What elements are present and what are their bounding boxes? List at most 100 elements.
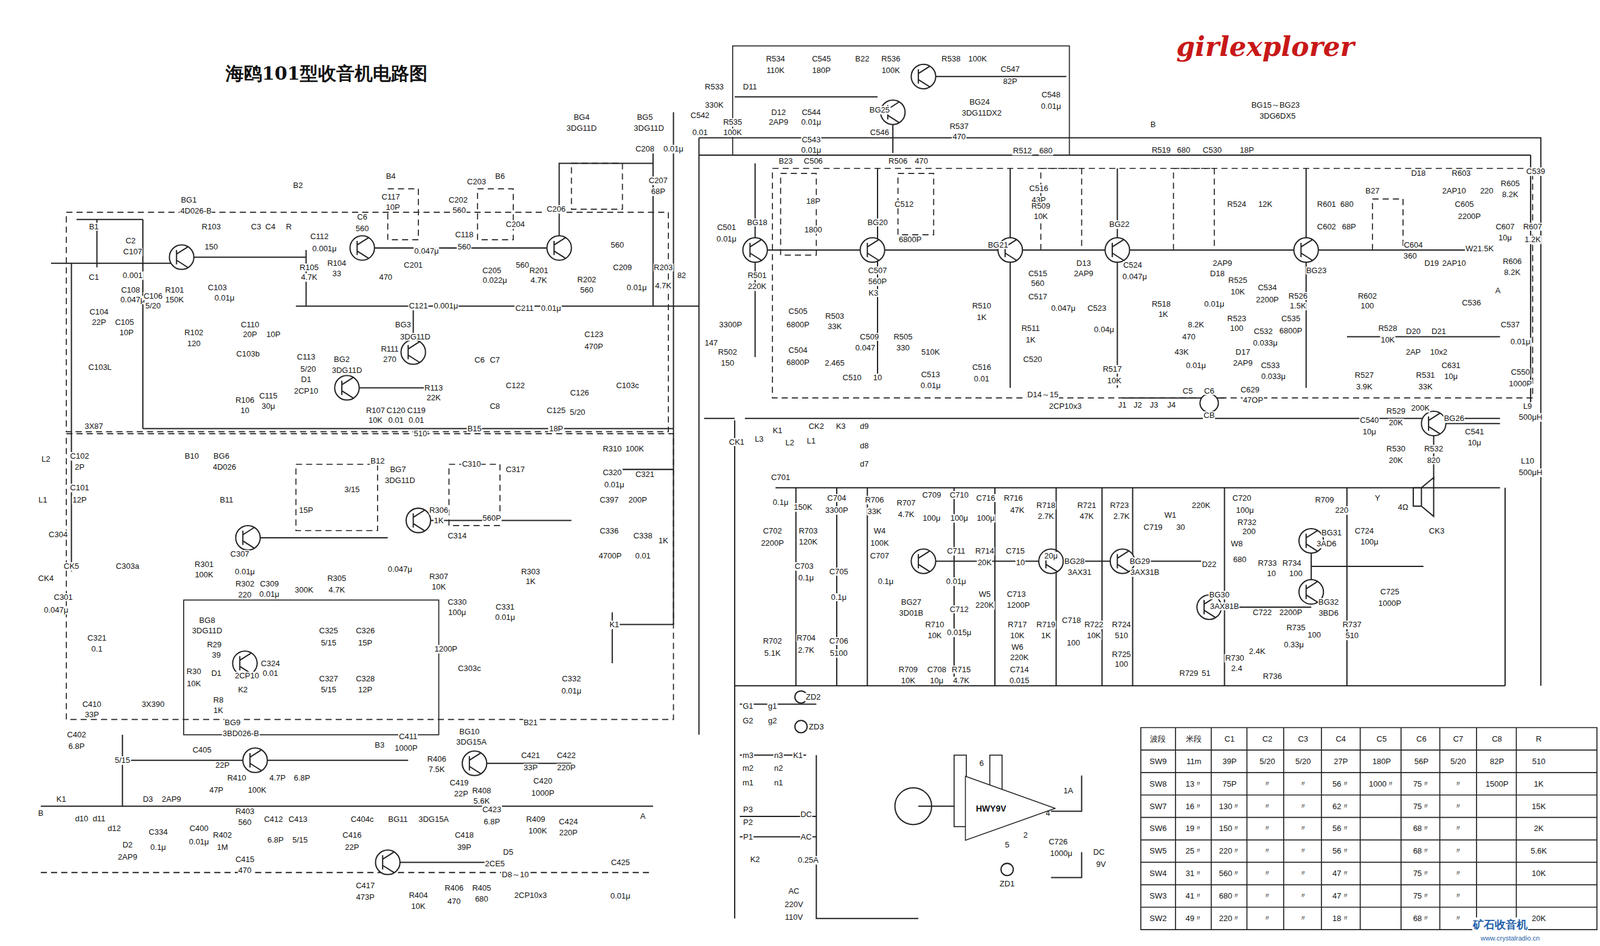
component-label: C708 bbox=[926, 665, 947, 674]
component-label: R bbox=[285, 222, 292, 232]
component-label: D12 bbox=[770, 108, 787, 117]
component-label: R717 bbox=[1007, 620, 1028, 629]
component-label: C122 bbox=[505, 381, 526, 390]
component-label: C504 bbox=[788, 346, 809, 355]
transistor-leads bbox=[867, 239, 879, 261]
component-label: R602 bbox=[1357, 291, 1378, 301]
table-cell: C5 bbox=[1376, 734, 1388, 744]
component-label: BG30 bbox=[1208, 590, 1231, 600]
component-label: 0.01μ bbox=[540, 304, 562, 313]
component-label: 3DG11D bbox=[566, 124, 598, 134]
component-label: 560 bbox=[457, 242, 472, 252]
component-label: 100 bbox=[1114, 660, 1129, 669]
component-label: C535 bbox=[1280, 314, 1301, 323]
component-label: 4.7P bbox=[268, 773, 287, 783]
transistor-leads bbox=[176, 246, 188, 268]
component-label: 100 bbox=[1306, 630, 1322, 640]
component-label: 470 bbox=[237, 865, 253, 875]
component-label: BG20 bbox=[866, 218, 888, 227]
component-label: L2 bbox=[784, 438, 795, 447]
component-label: BG9 bbox=[224, 718, 242, 727]
component-label: 100K bbox=[723, 128, 743, 137]
component-label: 8.2K bbox=[1187, 320, 1205, 330]
table-cell: 波段 bbox=[1149, 734, 1167, 744]
table-cell: 49〃 bbox=[1184, 914, 1203, 923]
component-label: R527 bbox=[1354, 371, 1375, 381]
component-label: D5 bbox=[502, 847, 514, 857]
component-label: 100K bbox=[869, 538, 890, 548]
table-cell: 27P bbox=[1333, 757, 1349, 766]
table-cell: 〃 bbox=[1453, 914, 1463, 923]
component-label: 0.1μ bbox=[149, 842, 167, 852]
component-label: R530 bbox=[1385, 444, 1407, 454]
table-cell: 68〃 bbox=[1412, 824, 1431, 834]
table-cell: 130〃 bbox=[1218, 802, 1242, 811]
component-label: C719 bbox=[1143, 523, 1164, 533]
component-label: 560 bbox=[237, 818, 253, 828]
component-label: 4.7K bbox=[952, 676, 970, 685]
component-label: 0.01μ bbox=[609, 891, 632, 901]
component-label: W6 bbox=[1010, 642, 1025, 652]
component-label: 510 bbox=[1114, 631, 1129, 641]
component-label: CK5 bbox=[63, 561, 80, 571]
transistor-symbol bbox=[406, 507, 431, 533]
component-label: B4 bbox=[385, 172, 397, 181]
table-cell: 16〃 bbox=[1184, 802, 1203, 811]
component-label: C713 bbox=[1006, 589, 1027, 599]
component-label: 3DG15A bbox=[455, 737, 488, 747]
component-label: R307 bbox=[428, 572, 449, 581]
component-label: 3300P bbox=[718, 320, 744, 330]
component-label: C123 bbox=[583, 330, 604, 340]
component-label: 18P bbox=[548, 424, 564, 433]
component-label: 100 bbox=[1360, 302, 1375, 311]
component-label: 100 bbox=[1229, 324, 1245, 333]
component-label: L3 bbox=[754, 434, 764, 444]
component-label: 100μ bbox=[949, 514, 969, 523]
component-label: 0.01 bbox=[973, 374, 991, 384]
component-label: 20K bbox=[977, 558, 993, 567]
component-label: C605 bbox=[1454, 200, 1475, 209]
component-label: 680 bbox=[474, 894, 489, 904]
component-label: K1 bbox=[55, 794, 67, 804]
component-label: R718 bbox=[1035, 501, 1056, 510]
component-label: R106 bbox=[234, 395, 255, 405]
component-label: B10 bbox=[184, 451, 200, 461]
site-mark: www.crystalradio.cn bbox=[1480, 934, 1541, 942]
component-label: C726 bbox=[1047, 837, 1068, 846]
component-label: 22P bbox=[453, 789, 469, 799]
component-label: K2 bbox=[749, 855, 761, 864]
component-label: D19 bbox=[1423, 259, 1440, 268]
component-label: W21.5K bbox=[1464, 245, 1495, 254]
wire bbox=[740, 703, 1082, 918]
component-label: 3DG11D bbox=[331, 366, 364, 375]
table-cell: 〃 bbox=[1298, 914, 1308, 923]
component-label: C119 bbox=[406, 406, 427, 415]
table-cell: 〃 bbox=[1298, 847, 1308, 856]
component-label: R723 bbox=[1109, 501, 1130, 510]
component-label: L1 bbox=[806, 436, 817, 446]
component-label: C309 bbox=[259, 579, 280, 589]
component-label: 10 bbox=[1266, 569, 1276, 578]
wire bbox=[734, 76, 1500, 480]
component-label: 0.01μ bbox=[800, 145, 823, 155]
table-cell: 〃 bbox=[1262, 869, 1272, 878]
component-label: BG2 bbox=[333, 355, 351, 364]
transistor-symbol bbox=[910, 548, 936, 573]
component-label: 30 bbox=[1175, 523, 1186, 533]
component-label: 2.7K bbox=[797, 645, 815, 655]
component-label: 0.33μ bbox=[1283, 640, 1305, 650]
component-label: 110K bbox=[766, 66, 786, 75]
table-cell: 〃 bbox=[1453, 847, 1463, 856]
component-label: g1 bbox=[767, 701, 778, 711]
component-label: C307 bbox=[229, 549, 250, 559]
component-label: C607 bbox=[1494, 222, 1515, 232]
transistor-symbol bbox=[235, 525, 261, 550]
component-label: R536 bbox=[880, 54, 901, 64]
component-label: 100μ bbox=[921, 514, 941, 523]
component-label: 0.01μ bbox=[1203, 299, 1225, 309]
component-label: 560 bbox=[451, 206, 467, 215]
shield-outline bbox=[772, 168, 1533, 398]
component-label: R104 bbox=[326, 259, 347, 268]
component-label: C546 bbox=[869, 128, 890, 137]
component-label: 1000P bbox=[530, 788, 556, 798]
